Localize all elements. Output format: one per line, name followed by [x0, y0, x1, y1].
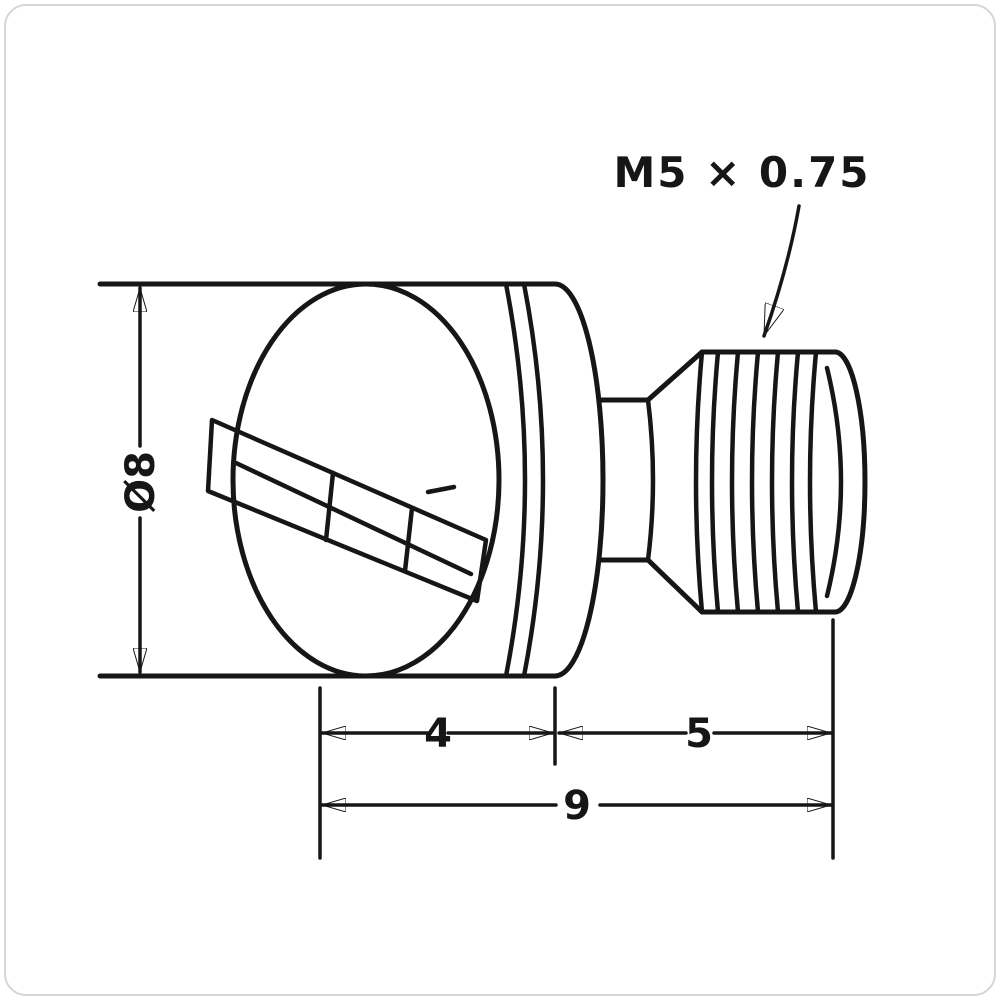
- slot-floor-edge: [233, 460, 474, 577]
- head-groove-arc-1: [503, 281, 528, 679]
- thread-chamfer-top: [645, 349, 705, 403]
- head-groove-arc-2: [521, 281, 546, 679]
- head-front-face: [230, 281, 502, 679]
- thread-callout-label: M5 × 0.75: [613, 148, 870, 197]
- thread-end-chamfer-arc: [824, 365, 844, 599]
- head-right-arc: [552, 281, 606, 679]
- slot-step-2: [402, 505, 415, 574]
- face-center-tick: [425, 484, 457, 495]
- thread-callout-leader-arrow: [762, 204, 801, 338]
- neck-shoulder-arc: [645, 397, 656, 563]
- slot-step-1: [323, 470, 336, 543]
- thread-callout-group: M5 × 0.75: [613, 148, 870, 338]
- overall-length-label: 9: [563, 783, 591, 829]
- dimensions: Ø8 4 5 9: [118, 286, 835, 860]
- thread-start-arc: [693, 349, 705, 615]
- slot-outline: [205, 417, 489, 604]
- diameter-dimension-label: Ø8: [118, 451, 164, 513]
- thread-end-arc: [832, 349, 868, 615]
- thread-chamfer-bottom: [645, 557, 705, 615]
- screw-body: [97, 281, 868, 679]
- head-length-label: 4: [424, 711, 452, 757]
- thread-crest-lines: [709, 349, 819, 615]
- thread-length-label: 5: [685, 711, 713, 757]
